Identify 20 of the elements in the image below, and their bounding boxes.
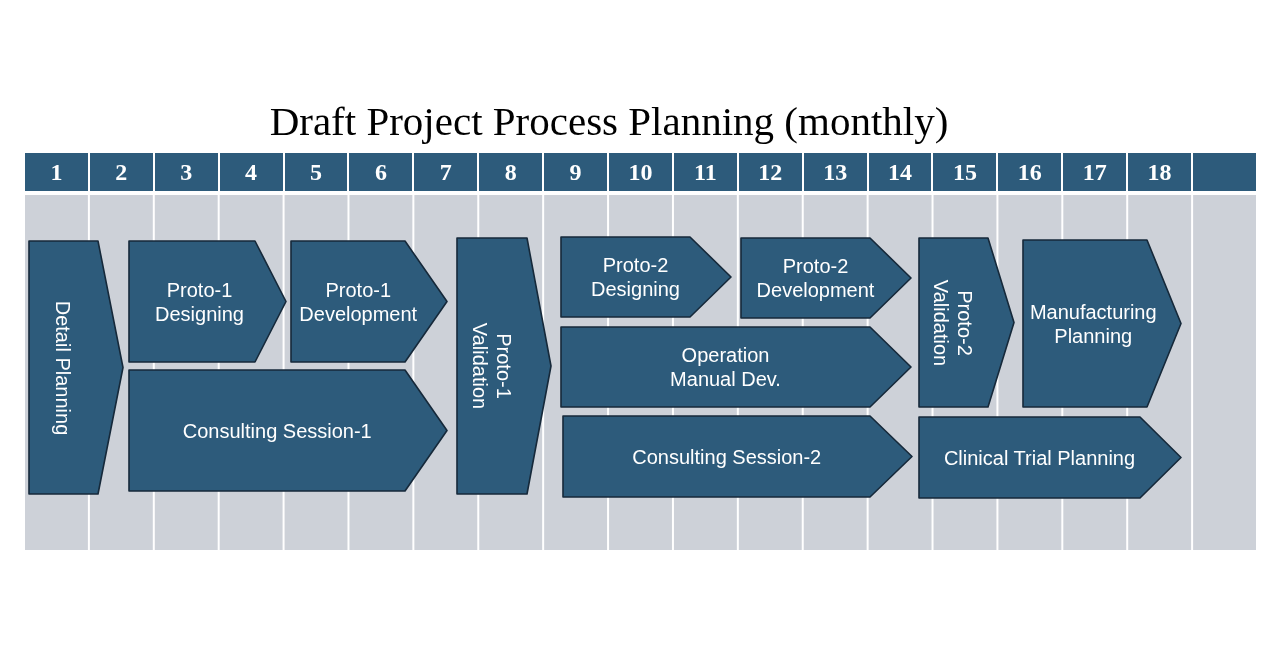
diagram-title: Draft Project Process Planning (monthly) — [269, 98, 949, 144]
month-header: 1 — [25, 153, 88, 191]
month-header: 9 — [544, 153, 607, 191]
month-header: 14 — [868, 153, 932, 191]
month-header: 13 — [803, 153, 867, 191]
month-header: 6 — [349, 153, 413, 191]
task-label: Detail Planning — [51, 300, 75, 435]
month-header: 7 — [414, 153, 478, 191]
month-header: 12 — [738, 153, 802, 191]
month-header: 4 — [219, 153, 283, 191]
month-header: 3 — [154, 153, 218, 191]
month-header: 5 — [284, 153, 348, 191]
month-header: 11 — [673, 153, 737, 191]
month-header: 8 — [479, 153, 543, 191]
month-header: 2 — [89, 153, 153, 191]
month-header: 18 — [1128, 153, 1192, 191]
month-header: 16 — [998, 153, 1062, 191]
month-header: 10 — [609, 153, 672, 191]
month-header: 17 — [1063, 153, 1127, 191]
month-header: 15 — [933, 153, 997, 191]
